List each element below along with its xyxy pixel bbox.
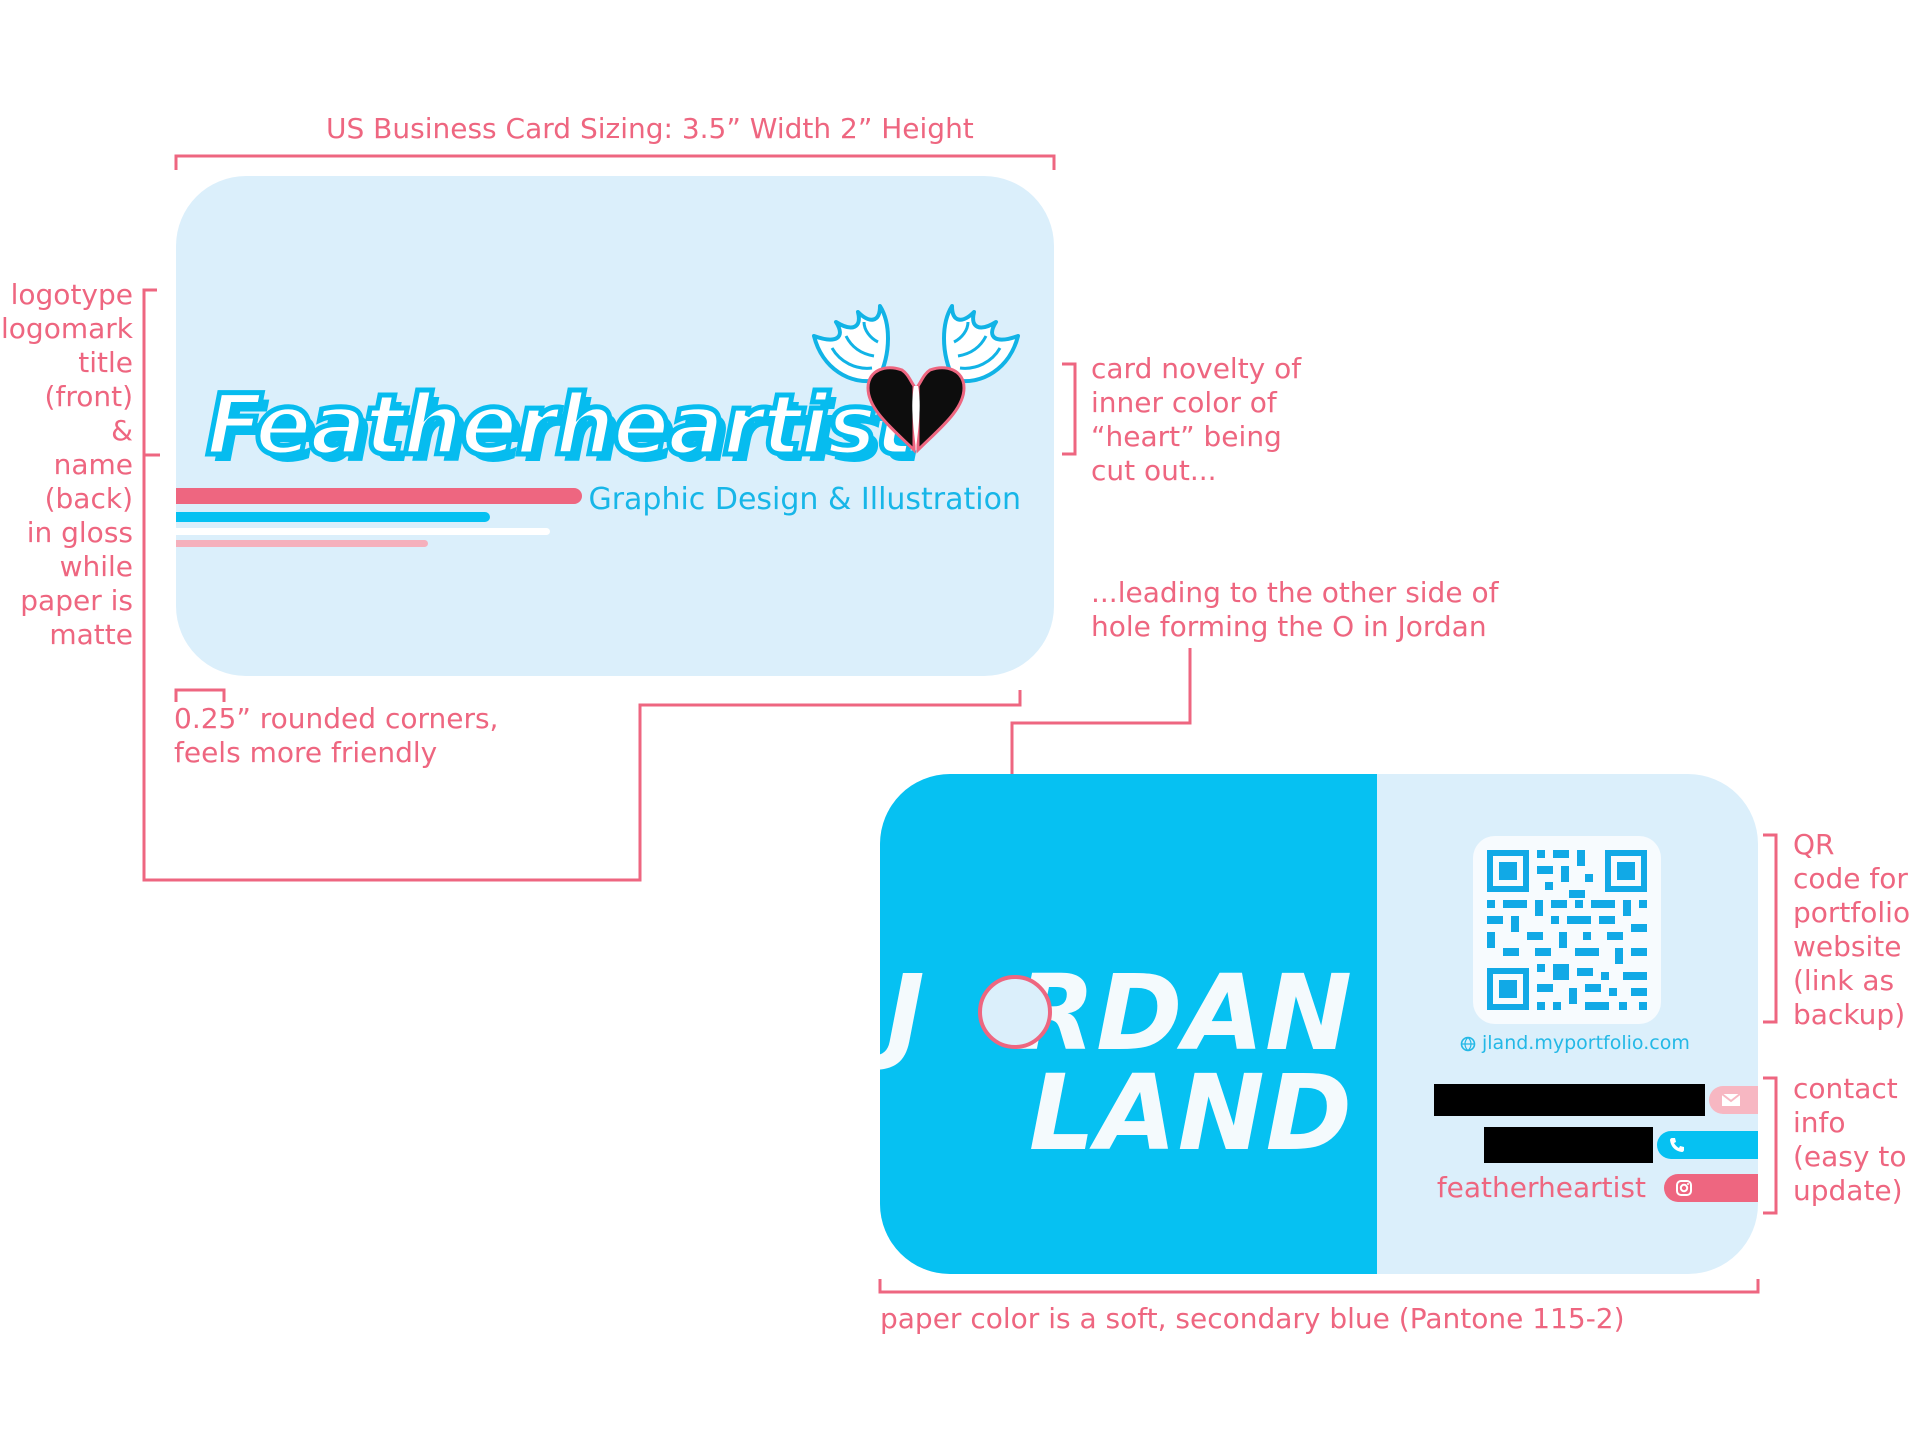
logo-bracket bbox=[142, 288, 1022, 882]
qr-note: QR code for portfolio website (link as b… bbox=[1793, 828, 1910, 1032]
logo-note-line: logomark bbox=[1, 312, 133, 345]
phone-pill bbox=[1657, 1131, 1758, 1159]
novelty-note-line: cut out... bbox=[1091, 454, 1217, 487]
qr-container bbox=[1473, 836, 1661, 1024]
novelty-note-line: inner color of bbox=[1091, 386, 1277, 419]
mail-icon bbox=[1721, 1093, 1741, 1106]
cyan-stripe bbox=[176, 512, 490, 522]
novelty-note: card novelty of inner color of “heart” b… bbox=[1091, 352, 1301, 488]
logo-note: logotype logomark title (front) & name (… bbox=[1, 278, 133, 652]
hole-note-line: hole forming the O in Jordan bbox=[1091, 610, 1487, 643]
logo-note-line: title bbox=[78, 346, 133, 379]
sizing-label: US Business Card Sizing: 3.5” Width 2” H… bbox=[326, 112, 974, 145]
name-first-letter: J bbox=[885, 952, 926, 1074]
portfolio-url[interactable]: jland.myportfolio.com bbox=[1482, 1032, 1690, 1054]
paper-bracket bbox=[878, 1279, 1760, 1294]
globe-icon bbox=[1460, 1036, 1476, 1052]
logo-note-line: (front) bbox=[44, 380, 133, 413]
logo-note-line: while bbox=[59, 550, 133, 583]
logo-note-line: paper is bbox=[20, 584, 133, 617]
instagram-handle[interactable]: featherheartist bbox=[1436, 1171, 1646, 1204]
name-line-first: JORDAN bbox=[886, 952, 1353, 1074]
width-bracket bbox=[174, 154, 1056, 170]
qr-note-line: QR bbox=[1793, 828, 1835, 861]
novelty-note-line: card novelty of bbox=[1091, 352, 1302, 385]
qr-note-line: backup) bbox=[1793, 998, 1906, 1031]
logo-note-line: in gloss bbox=[26, 516, 133, 549]
hole-note-line: ...leading to the other side of bbox=[1091, 576, 1499, 609]
qr-bracket bbox=[1763, 833, 1778, 1024]
corners-note-line: 0.25” rounded corners, bbox=[174, 702, 499, 735]
logo-note-line: (back) bbox=[44, 482, 133, 515]
qr-note-line: portfolio bbox=[1793, 896, 1911, 929]
light-pink-stripe bbox=[176, 540, 428, 547]
email-pill bbox=[1709, 1086, 1758, 1114]
logo-note-line: matte bbox=[49, 618, 133, 651]
logo-note-line: name bbox=[53, 448, 133, 481]
redacted-email bbox=[1434, 1084, 1705, 1116]
qr-note-line: website bbox=[1793, 930, 1902, 963]
contact-note-line: (easy to bbox=[1793, 1140, 1907, 1173]
phone-icon bbox=[1670, 1138, 1684, 1152]
qr-code-icon bbox=[1487, 850, 1647, 1010]
corners-note: 0.25” rounded corners, feels more friend… bbox=[174, 702, 498, 770]
contact-note-line: update) bbox=[1793, 1174, 1903, 1207]
contact-note-line: info bbox=[1793, 1106, 1846, 1139]
logo-note-line: & bbox=[111, 414, 133, 447]
white-stripe bbox=[176, 528, 550, 535]
winged-heart-icon bbox=[812, 304, 1020, 454]
corners-note-line: feels more friendly bbox=[174, 736, 438, 769]
novelty-note-line: “heart” being bbox=[1091, 420, 1282, 453]
logo-note-line: logotype bbox=[10, 278, 133, 311]
qr-note-line: code for bbox=[1793, 862, 1908, 895]
redacted-phone bbox=[1484, 1127, 1653, 1163]
instagram-icon bbox=[1676, 1180, 1692, 1196]
front-card: Featherheartist Graphic Design & Illustr… bbox=[176, 176, 1054, 676]
name-first-rest: RDAN bbox=[1015, 952, 1353, 1074]
contact-note: contact info (easy to update) bbox=[1793, 1072, 1906, 1208]
hole-note: ...leading to the other side of hole for… bbox=[1091, 576, 1498, 644]
contact-bracket bbox=[1763, 1076, 1778, 1215]
name-line-last: LAND bbox=[1028, 1052, 1353, 1174]
pink-stripe bbox=[176, 488, 582, 504]
back-color-panel: JORDAN LAND bbox=[880, 774, 1377, 1274]
logotype: Featherheartist bbox=[204, 374, 918, 477]
o-hole-circle bbox=[978, 975, 1052, 1049]
back-card: JORDAN LAND bbox=[880, 774, 1758, 1274]
instagram-pill bbox=[1664, 1174, 1758, 1202]
paper-note: paper color is a soft, secondary blue (P… bbox=[880, 1302, 1625, 1335]
novelty-bracket bbox=[1062, 362, 1077, 456]
qr-note-line: (link as bbox=[1793, 964, 1895, 997]
contact-note-line: contact bbox=[1793, 1072, 1898, 1105]
corner-bracket bbox=[174, 688, 226, 702]
tagline: Graphic Design & Illustration bbox=[588, 482, 1021, 517]
